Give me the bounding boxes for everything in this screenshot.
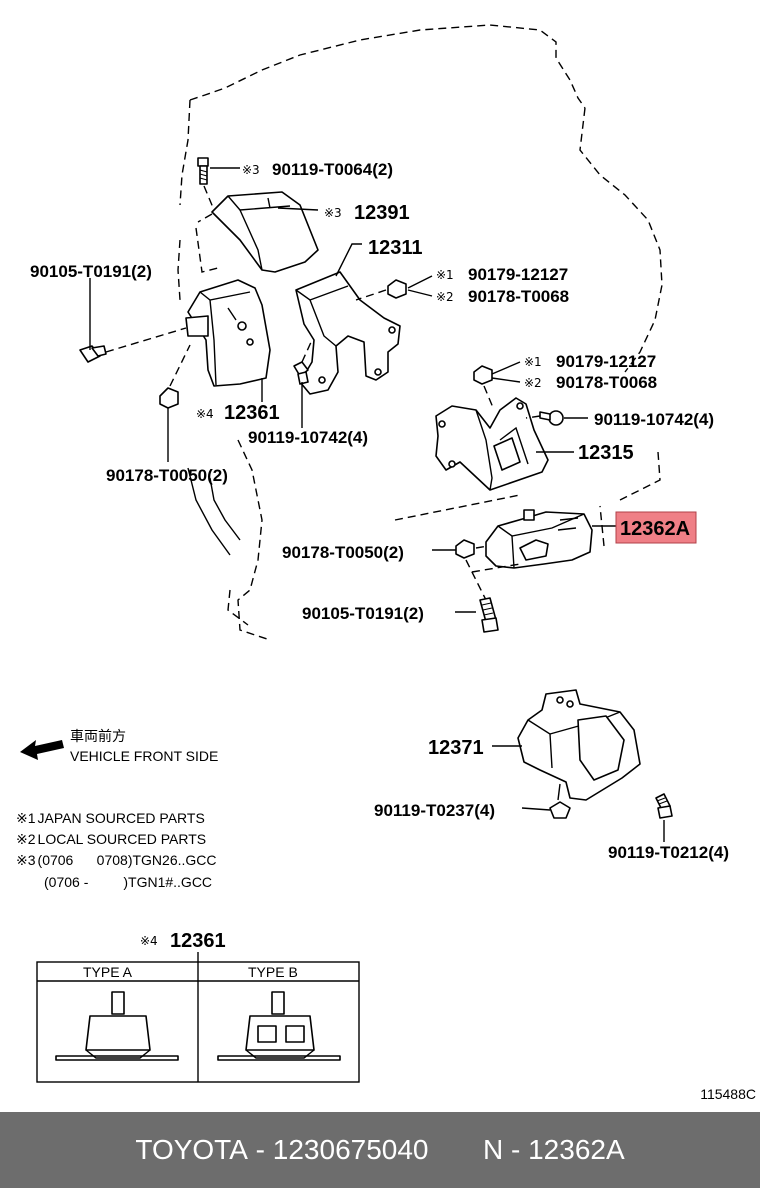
svg-text:12361: 12361 [224, 402, 280, 424]
callout-90119-T0237[interactable]: 90119-T0237(4) [374, 801, 495, 820]
nut-90178-T0050-left [159, 344, 191, 409]
callout-90179-12127-b[interactable]: ※1 90179-12127 [524, 352, 656, 371]
svg-text:※1: ※1 [436, 268, 454, 282]
svg-text:90178-T0050(2): 90178-T0050(2) [106, 466, 228, 485]
callout-90178-T0050-b[interactable]: 90178-T0050(2) [282, 543, 404, 562]
svg-text:90105-T0191(2): 90105-T0191(2) [302, 604, 424, 623]
nut-90179-12127-upper [355, 279, 407, 301]
diagram-reference-code: 115488C [700, 1086, 756, 1102]
svg-text:※2: ※2 [524, 376, 542, 390]
svg-text:※3(0706 0708)TGN26..GCC: ※3(0706 0708)TGN26..GCC [16, 852, 217, 868]
svg-text:VEHICLE FRONT SIDE: VEHICLE FRONT SIDE [70, 748, 218, 764]
callout-90119-10742-a[interactable]: 90119-10742(4) [248, 428, 368, 447]
svg-text:90179-12127: 90179-12127 [556, 352, 656, 371]
svg-text:90119-10742(4): 90119-10742(4) [594, 410, 714, 429]
callout-90105-T0191-b[interactable]: 90105-T0191(2) [302, 604, 424, 623]
bolt-90105-T0191-left [79, 327, 187, 363]
front-arrow-icon [20, 740, 64, 760]
svg-text:90119-T0212(4): 90119-T0212(4) [608, 843, 729, 862]
svg-text:12311: 12311 [368, 237, 423, 259]
svg-text:90178-T0068: 90178-T0068 [468, 287, 569, 306]
type-a-drawing [55, 991, 179, 1061]
callout-90105-T0191-a[interactable]: 90105-T0191(2) [30, 262, 152, 281]
bracket-12311 [295, 271, 401, 395]
guide-line-2 [197, 213, 213, 223]
bracket-12315 [435, 397, 549, 491]
svg-text:12361: 12361 [170, 930, 226, 952]
footer-brand: TOYOTA [135, 1134, 248, 1165]
footer-bar: TOYOTA - 1230675040 N - 12362A [0, 1112, 760, 1188]
nut-90179-12127-lower [473, 365, 495, 411]
callout-90179-12127-a[interactable]: ※1 90179-12127 [436, 265, 568, 284]
highlight-box [615, 511, 697, 544]
svg-text:90119-T0064(2): 90119-T0064(2) [272, 160, 393, 179]
svg-text:90105-T0191(2): 90105-T0191(2) [30, 262, 152, 281]
callout-12315[interactable]: 12315 [578, 442, 634, 464]
svg-text:90119-T0237(4): 90119-T0237(4) [374, 801, 495, 820]
svg-text:12315: 12315 [578, 442, 634, 464]
mount-12361 [185, 279, 271, 387]
callout-90178-T0050-a[interactable]: 90178-T0050(2) [106, 466, 228, 485]
leader-lines [89, 167, 665, 842]
svg-text:(0706 - )TGN1#..GCC: (0706 - )TGN1#..GCC [44, 874, 212, 890]
vehicle-front-indicator: 車両前方 VEHICLE FRONT SIDE [20, 728, 218, 764]
svg-text:12391: 12391 [354, 202, 410, 224]
callout-90119-T0064[interactable]: ※3 90119-T0064(2) [242, 160, 393, 179]
type-table: ※4 12361 TYPE A TYPE B [36, 930, 360, 1083]
svg-text:※2: ※2 [436, 290, 454, 304]
callout-90119-T0212[interactable]: 90119-T0212(4) [608, 843, 729, 862]
svg-text:※3: ※3 [324, 206, 342, 220]
bolt-90119-10742-lower [525, 410, 564, 426]
bolt-90105-T0191-right [465, 559, 499, 633]
svg-text:12371: 12371 [428, 737, 484, 759]
bolt-90119-T0237 [549, 783, 571, 819]
callout-12371[interactable]: 12371 [428, 737, 484, 759]
parts-diagram: ※3 90119-T0064(2) ※3 12391 12311 90105-T… [16, 24, 729, 1083]
guide-line-1 [195, 227, 219, 273]
svg-text:90178-T0068: 90178-T0068 [556, 373, 657, 392]
svg-text:※1: ※1 [524, 355, 542, 369]
footer-part-number: 1230675040 [272, 1134, 429, 1165]
svg-text:※4: ※4 [140, 934, 158, 948]
svg-text:90178-T0050(2): 90178-T0050(2) [282, 543, 404, 562]
bolt-90119-10742-upper [293, 339, 313, 385]
callout-12311[interactable]: 12311 [368, 237, 423, 259]
callout-90178-T0068-a[interactable]: ※2 90178-T0068 [436, 287, 569, 306]
svg-text:車両前方: 車両前方 [70, 728, 126, 744]
callout-90119-10742-b[interactable]: 90119-10742(4) [594, 410, 714, 429]
callout-12391[interactable]: ※3 12391 [324, 202, 410, 224]
callout-90178-T0068-b[interactable]: ※2 90178-T0068 [524, 373, 657, 392]
type-b-drawing [217, 991, 341, 1061]
footer-prefix: N [482, 1134, 504, 1165]
bolt-90119-T0064 [197, 157, 215, 211]
nut-90178-T0050-right [455, 539, 489, 559]
footer-ref: 12362A [528, 1134, 625, 1165]
svg-text:12362A: 12362A [620, 518, 690, 540]
engine-outline [177, 24, 663, 641]
svg-text:※4: ※4 [196, 407, 214, 421]
mount-12362A [471, 505, 605, 573]
bolt-90119-T0212 [655, 793, 673, 819]
type-a-header: TYPE A [83, 964, 133, 980]
svg-text:90119-10742(4): 90119-10742(4) [248, 428, 368, 447]
callout-12362A-highlighted[interactable]: 12362A [615, 511, 697, 544]
mount-12371 [517, 689, 641, 801]
svg-text:90179-12127: 90179-12127 [468, 265, 568, 284]
svg-text:※3: ※3 [242, 163, 260, 177]
cover-12391 [211, 191, 319, 273]
type-b-header: TYPE B [248, 964, 298, 980]
callout-12361[interactable]: ※4 12361 [196, 402, 280, 424]
